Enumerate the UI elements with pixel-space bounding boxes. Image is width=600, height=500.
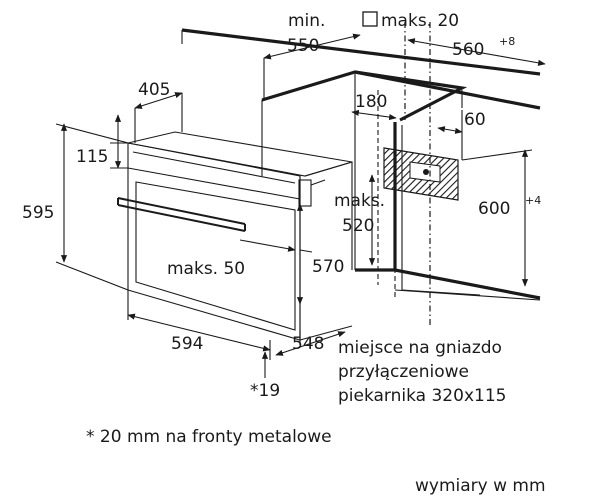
max-square-icon [362, 11, 378, 27]
socket-area [383, 22, 459, 325]
label-600-tol: +4 [525, 194, 541, 207]
label-405: 405 [138, 80, 170, 100]
label-max-520-b: 520 [342, 216, 374, 236]
label-180: 180 [355, 92, 387, 112]
label-min: min. [288, 11, 325, 31]
label-550: 550 [287, 36, 319, 56]
label-max-20: maks. 20 [381, 11, 459, 31]
oven-body [117, 131, 353, 345]
label-footnote-ref: *19 [250, 381, 280, 401]
label-max-520-a: maks. [334, 191, 385, 211]
dimension-lines [55, 33, 546, 378]
socket-note-line1: miejsce na gniazdo [338, 338, 502, 358]
label-600: 600 [478, 199, 510, 219]
label-595: 595 [22, 203, 54, 223]
label-max-50: maks. 50 [167, 259, 245, 279]
socket-note-line2: przyłączeniowe [338, 362, 470, 382]
cabinet-niche [181, 28, 541, 301]
label-60: 60 [464, 110, 486, 130]
label-115: 115 [76, 147, 108, 167]
label-570: 570 [312, 257, 344, 277]
units-note: wymiary w mm [415, 476, 546, 496]
footnote-text: * 20 mm na fronty metalowe [86, 427, 332, 447]
label-560-tol: +8 [499, 35, 515, 48]
label-548: 548 [292, 334, 324, 354]
label-594: 594 [171, 334, 203, 354]
socket-note-line3: piekarnika 320x115 [338, 386, 507, 406]
socket-note: miejsce na gniazdo przyłączeniowe piekar… [338, 336, 506, 408]
label-560: 560 [452, 40, 484, 60]
